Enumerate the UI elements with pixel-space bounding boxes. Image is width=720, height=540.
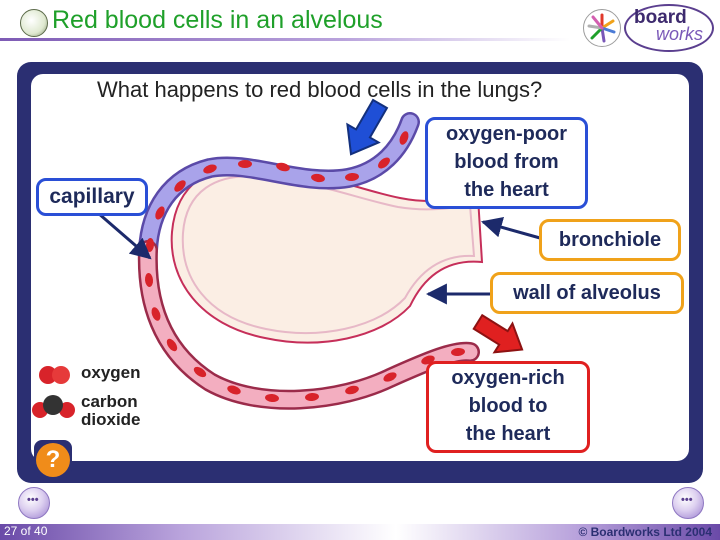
label-line: blood from bbox=[454, 151, 559, 173]
blood-out-arrow-icon bbox=[472, 313, 524, 354]
label-line: oxygen-rich bbox=[451, 367, 565, 389]
label-line: blood to bbox=[468, 395, 548, 417]
legend-oxygen: oxygen bbox=[81, 363, 141, 382]
red-blood-cell bbox=[155, 206, 165, 220]
red-blood-cell bbox=[265, 393, 279, 403]
red-blood-cell bbox=[203, 164, 217, 174]
label-wall-of-alveolus: wall of alveolus bbox=[490, 272, 684, 314]
page-counter: 27 of 40 bbox=[4, 524, 48, 538]
legend-line: dioxide bbox=[81, 410, 141, 429]
label-line: the heart bbox=[464, 179, 549, 201]
red-blood-cell bbox=[378, 157, 390, 169]
legend-line: carbon bbox=[81, 392, 138, 411]
footer-bar bbox=[0, 524, 720, 540]
help-button[interactable]: ? bbox=[36, 443, 70, 477]
red-blood-cell bbox=[151, 307, 161, 321]
alveolus-inner-wall bbox=[181, 175, 476, 335]
copyright-text: © Boardworks Ltd 2004 bbox=[578, 525, 712, 539]
boardworks-emblem-icon bbox=[583, 9, 621, 47]
page-title: Red blood cells in an alvelous bbox=[52, 6, 383, 34]
legend-carbon-dioxide: carbon dioxide bbox=[81, 393, 141, 429]
bronchiole-pointer-arrow bbox=[480, 216, 541, 240]
previous-slide-button[interactable]: ••• bbox=[18, 487, 50, 519]
capillary-pointer-arrow bbox=[97, 211, 152, 260]
dots-icon: ••• bbox=[27, 494, 39, 506]
red-blood-cell bbox=[193, 366, 207, 378]
logo-word-board: board bbox=[634, 7, 687, 28]
carbon-dioxide-molecule-icon bbox=[32, 395, 75, 418]
label-oxygen-rich-blood: oxygen-rich blood to the heart bbox=[426, 361, 590, 453]
red-blood-cell bbox=[345, 172, 359, 182]
oxygen-molecule-icon bbox=[39, 366, 70, 384]
red-blood-cell bbox=[399, 131, 409, 145]
boardworks-logo bbox=[624, 4, 714, 52]
label-line: the heart bbox=[465, 423, 551, 445]
red-blood-cell bbox=[451, 347, 465, 357]
label-oxygen-poor-blood: oxygen-poor blood from the heart bbox=[425, 117, 588, 209]
logo-word-works: works bbox=[656, 24, 704, 44]
label-bronchiole: bronchiole bbox=[539, 219, 681, 261]
red-blood-cell bbox=[345, 385, 359, 395]
red-blood-cell bbox=[238, 160, 252, 168]
question-heading: What happens to red blood cells in the l… bbox=[97, 77, 543, 102]
red-blood-cell bbox=[144, 273, 154, 287]
blood-in-arrow-icon bbox=[346, 98, 389, 156]
header-divider bbox=[0, 38, 570, 41]
next-slide-button[interactable]: ••• bbox=[672, 487, 704, 519]
red-blood-cell bbox=[305, 392, 319, 402]
red-blood-cell bbox=[174, 180, 186, 192]
red-blood-cell bbox=[276, 162, 290, 172]
red-blood-cell bbox=[383, 372, 397, 382]
red-blood-cell bbox=[166, 338, 178, 352]
red-blood-cell bbox=[227, 385, 241, 395]
label-line: oxygen-poor bbox=[445, 123, 568, 145]
label-capillary: capillary bbox=[36, 178, 148, 216]
lesson-icon bbox=[20, 9, 48, 37]
dots-icon: ••• bbox=[681, 494, 693, 506]
red-blood-cell bbox=[311, 173, 325, 183]
